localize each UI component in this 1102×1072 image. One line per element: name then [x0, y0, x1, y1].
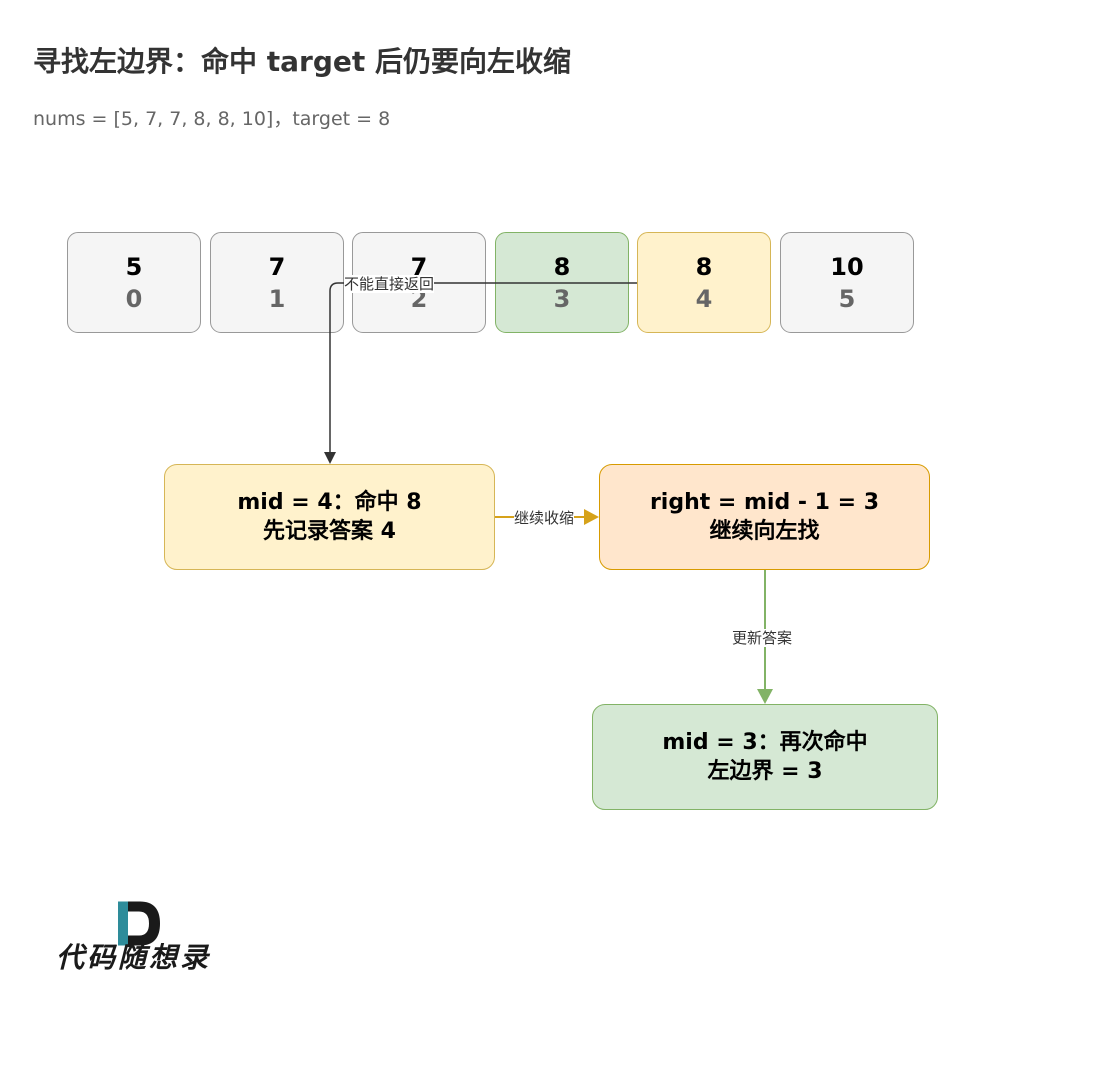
array-cell-4: 8 4 [637, 232, 771, 333]
logo-text: 代码随想录 [56, 941, 212, 974]
edge-no-return [329, 282, 637, 452]
step-box-shrink-right: right = mid - 1 = 3 继续向左找 [599, 464, 930, 570]
step-line: 继续向左找 [709, 519, 820, 544]
cell-value: 8 [695, 252, 713, 281]
cell-value: 5 [125, 252, 143, 281]
step-line: 先记录答案 4 [263, 519, 396, 544]
step-box-hit-mid3: mid = 3：再次命中 左边界 = 3 [592, 704, 938, 810]
cell-index: 0 [125, 284, 143, 313]
array-cell-1: 7 1 [210, 232, 344, 333]
subtitle: nums = [5, 7, 7, 8, 8, 10]，target = 8 [33, 108, 391, 130]
edge-no-return-arrowhead [324, 452, 336, 464]
logo-d-shape [128, 901, 160, 946]
edge-label-no-return: 不能直接返回 [344, 275, 435, 293]
cell-value: 7 [410, 252, 428, 281]
step-line: right = mid - 1 = 3 [649, 490, 880, 515]
array-cell-5: 10 5 [780, 232, 914, 333]
step-line: mid = 4：命中 8 [237, 490, 422, 515]
cell-value: 10 [830, 252, 864, 281]
cell-value: 7 [268, 252, 286, 281]
cell-value: 8 [553, 252, 571, 281]
cell-index: 4 [695, 284, 713, 313]
page-title: 寻找左边界：命中 target 后仍要向左收缩 [33, 45, 572, 78]
step-line: 左边界 = 3 [707, 759, 823, 784]
cell-index: 5 [838, 284, 856, 313]
step-box-hit-mid4: mid = 4：命中 8 先记录答案 4 [164, 464, 495, 570]
edge-label-keep-shrinking: 继续收缩 [514, 509, 575, 527]
edge-keep-shrinking-arrowhead [584, 509, 599, 525]
step-line: mid = 3：再次命中 [662, 730, 868, 755]
cell-index: 1 [268, 284, 286, 313]
logo-d-teal [118, 901, 128, 946]
edge-label-update-answer: 更新答案 [732, 629, 793, 647]
cell-index: 3 [553, 284, 571, 313]
edge-update-answer-arrowhead [757, 689, 773, 704]
array-cell-0: 5 0 [67, 232, 201, 333]
logo-mark [118, 901, 160, 946]
